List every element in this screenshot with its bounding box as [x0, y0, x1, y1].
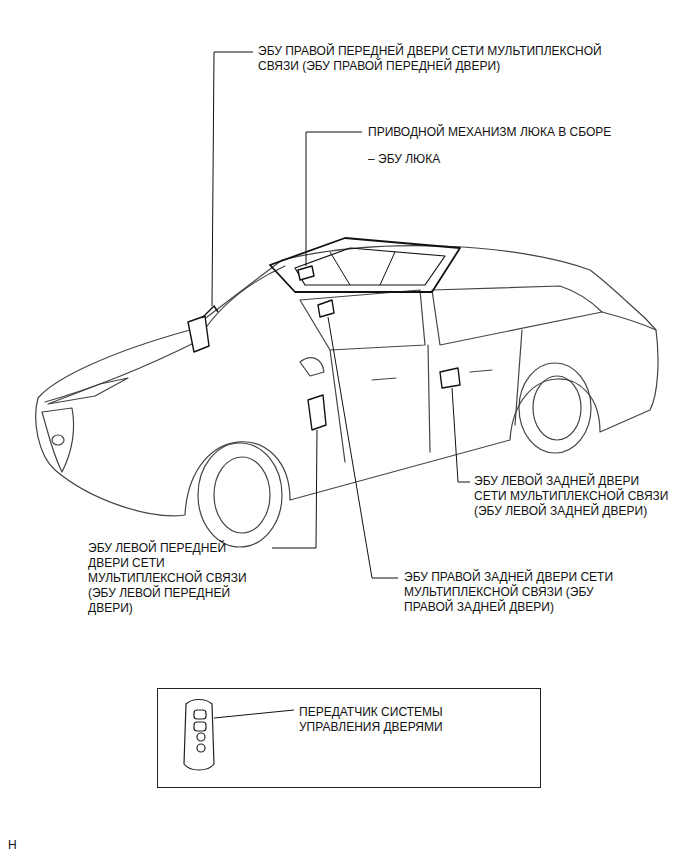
- logo: [52, 435, 64, 445]
- sunroof-drive: [270, 238, 460, 292]
- sunroof-glass: [295, 248, 445, 285]
- mirror: [300, 358, 324, 376]
- rear-window: [432, 286, 602, 345]
- trunk-line: [602, 312, 656, 330]
- part-label: – ЭБУ ЛЮКА: [368, 152, 568, 167]
- fob-body: [184, 700, 214, 771]
- fob-button: [197, 744, 205, 752]
- sunroof-frame: [270, 238, 460, 292]
- sunroof-rail: [330, 252, 395, 285]
- front-window: [300, 290, 425, 350]
- front-wheel-rim: [214, 457, 270, 533]
- part-label: ПРИВОДНОЙ МЕХАНИЗМ ЛЮКА В СБОРЕ: [368, 125, 668, 140]
- part-label: ЭБУ ПРАВОЙ ЗАДНЕЙ ДВЕРИ СЕТИ МУЛЬТИПЛЕКС…: [404, 570, 622, 615]
- rear-wheel-rim: [533, 376, 581, 440]
- front-wheel: [198, 443, 282, 547]
- node-text: ПЕРЕДАТЧИК СИСТЕМЫ УПРАВЛЕНИЯ ДВЕРЯМИ: [299, 705, 499, 735]
- ecu-right-rear: [318, 300, 334, 317]
- hood-line: [45, 340, 200, 402]
- ecu-units: [188, 266, 460, 430]
- leader-lines: [212, 52, 470, 718]
- key-fob: [184, 700, 214, 771]
- part-label: ЭБУ ПРАВОЙ ПЕРЕДНЕЙ ДВЕРИ СЕТИ МУЛЬТИПЛЕ…: [258, 44, 628, 74]
- windshield-edge: [200, 266, 285, 336]
- part-label: ЭБУ ЛЕВОЙ ПЕРЕДНЕЙ ДВЕРИ СЕТИ МУЛЬТИПЛЕК…: [88, 541, 270, 616]
- ecu-left-front: [308, 395, 326, 430]
- door-handle: [372, 378, 396, 380]
- pillar-line: [428, 345, 430, 452]
- grille: [42, 408, 74, 472]
- leader-line: [272, 430, 317, 548]
- figure-code: H: [8, 838, 38, 853]
- transmitter-box: ПЕРЕДАТЧИК СИСТЕМЫ УПРАВЛЕНИЯ ДВЕРЯМИ: [157, 688, 541, 788]
- headlight: [48, 378, 128, 404]
- leader-line: [306, 132, 362, 266]
- ecu-right-front: [188, 316, 209, 352]
- fob-button: [194, 722, 206, 731]
- door-handle: [470, 370, 492, 372]
- leader-line: [452, 388, 470, 482]
- leader-line: [328, 317, 398, 578]
- leader-line: [212, 52, 253, 306]
- ecu-bracket: [202, 306, 218, 318]
- part-label: ЭБУ ЛЕВОЙ ЗАДНЕЙ ДВЕРИ СЕТИ МУЛЬТИПЛЕКСН…: [474, 474, 674, 519]
- fob-button: [194, 710, 206, 719]
- rear-wheel: [519, 363, 591, 453]
- ecu-left-rear: [440, 368, 460, 388]
- fob-button: [197, 733, 205, 741]
- leader-line: [214, 710, 294, 718]
- sunroof-ecu: [298, 266, 314, 280]
